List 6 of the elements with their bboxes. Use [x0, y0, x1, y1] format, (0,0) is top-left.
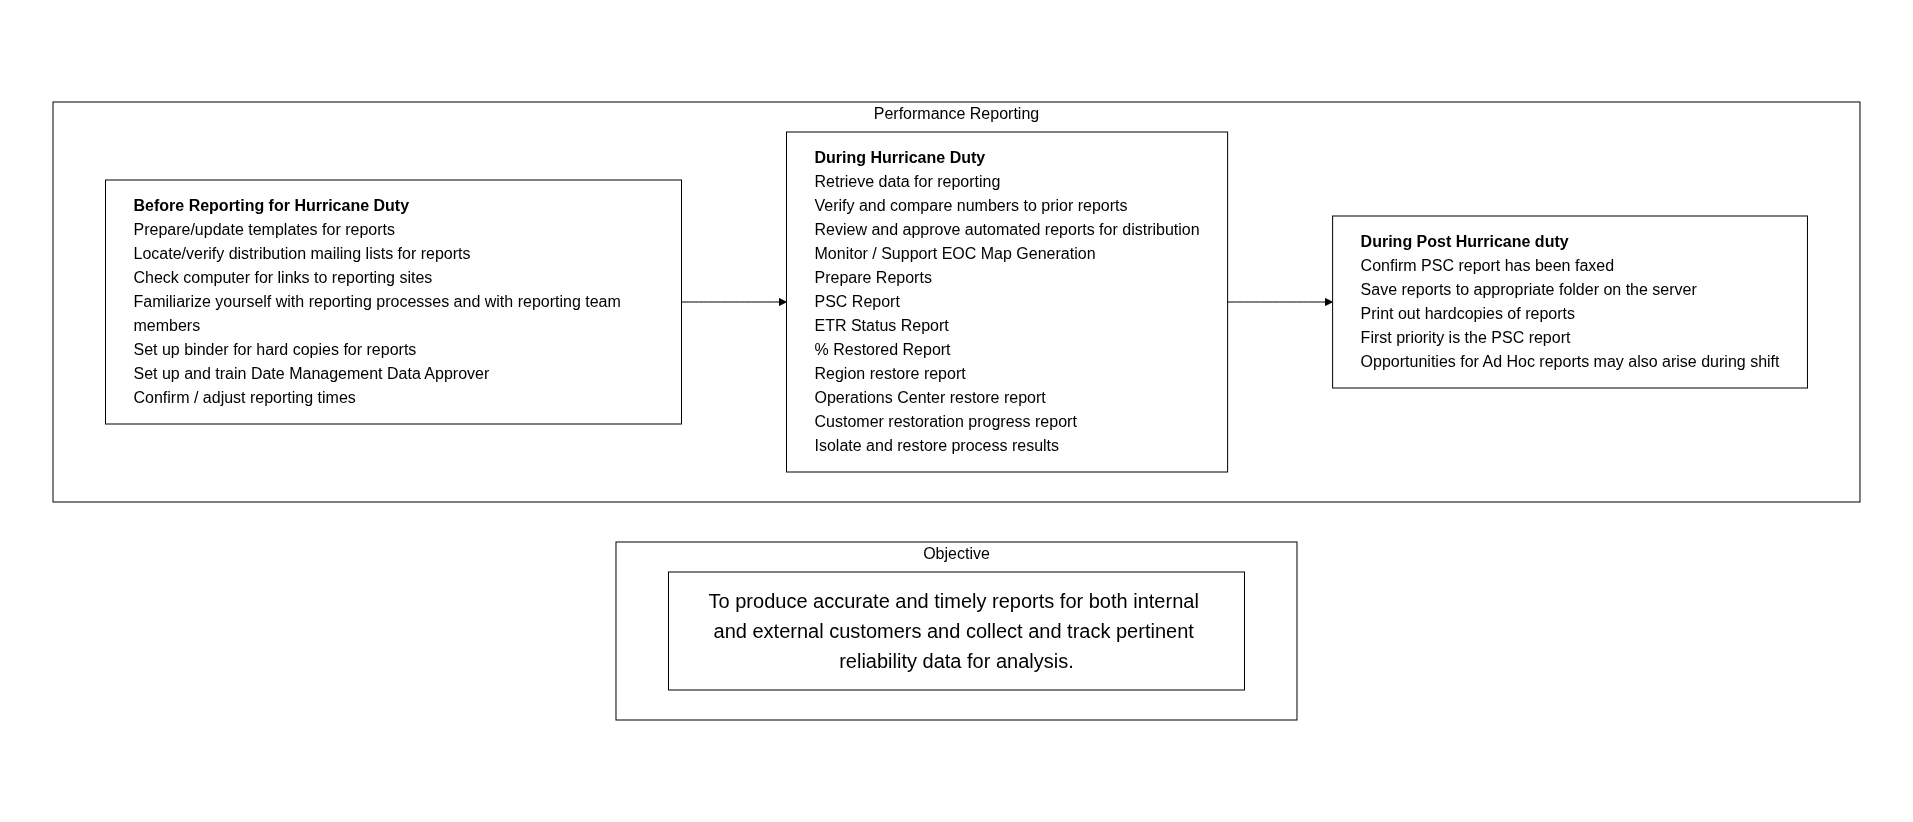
node-box: Before Reporting for Hurricane Duty Prepare/update templates for reports Locate/verify distribution mailing lists for reports Check computer for links to reporting sites Familiarize yourself with reporting processes and with reporting team members Set up binder for hard copies for reports Set up and train Date Management Data Approver Confirm / adjust reporting times — [105, 179, 682, 425]
node-box: To produce accurate and timely reports for both internal and external customers and collect and track pertinent reliability data for analysis. — [668, 571, 1245, 691]
node-box: During Hurricane Duty Retrieve data for reporting Verify and compare numbers to prior reports Review and approve automated reports for distribution Monitor / Support EOC Map Generation Prepare Reports PSC Report ETR Status Report % Restored Report Region restore report Operations Center restore report Customer restoration progress report Isolate and restore process results — [786, 131, 1229, 473]
node-box: During Post Hurricane duty Confirm PSC report has been faxed Save reports to appropriate folder on the server Print out hardcopies of reports First priority is the PSC report Opportunities for Ad Hoc reports may also arise during shift — [1332, 215, 1808, 389]
arrow — [1227, 297, 1333, 307]
arrow — [681, 297, 787, 307]
